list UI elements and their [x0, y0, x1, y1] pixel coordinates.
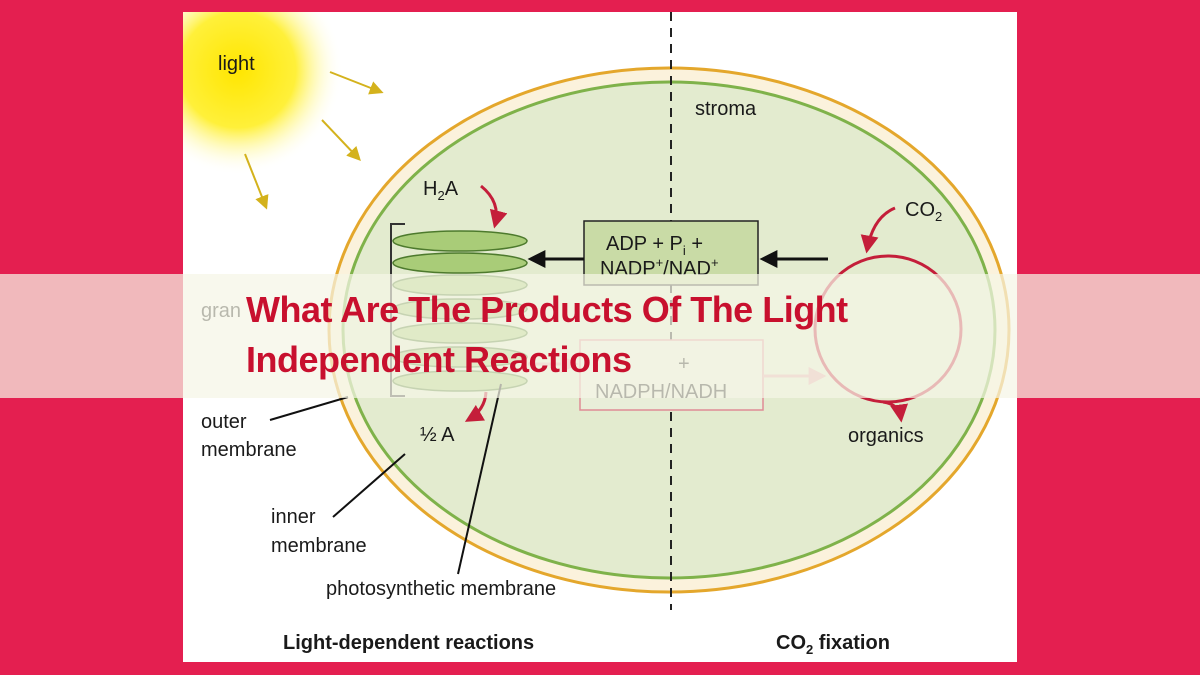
light-ray-arrow: [321, 119, 361, 162]
title-band: [0, 274, 1200, 398]
stroma-label: stroma: [695, 98, 757, 120]
page-title: What Are The Products Of The Light Indep…: [246, 289, 848, 380]
co2-fixation-caption: CO2 fixation: [776, 632, 890, 657]
photosynthetic-membrane-label: photosynthetic membrane: [326, 578, 556, 600]
inner-membrane-label: inner: [271, 506, 316, 528]
co2-label: CO2: [905, 199, 942, 224]
thylakoid-disc: [392, 230, 528, 252]
outer-membrane-label: outer: [201, 411, 247, 433]
outer-membrane-label: membrane: [201, 439, 297, 461]
thylakoid-disc: [392, 252, 528, 274]
light-ray-arrow: [329, 71, 384, 95]
inner-membrane-pointer: [332, 453, 406, 518]
h2a-label: H2A: [423, 178, 459, 203]
adp-line-1: ADP + Pi +: [606, 233, 703, 258]
co2-input-arrow: [860, 206, 896, 254]
organics-output-arrow: [882, 400, 909, 423]
outer-membrane-pointer: [269, 396, 349, 421]
inner-membrane-label: membrane: [271, 535, 367, 557]
h2a-input-arrow: [480, 184, 508, 229]
light-dependent-caption: Light-dependent reactions: [283, 632, 534, 654]
half-a-label: ½ A: [420, 424, 455, 446]
photosynthetic-membrane-pointer: [457, 383, 502, 575]
light-label: light: [218, 53, 255, 75]
sun-icon: [183, 12, 343, 175]
organics-label: organics: [848, 425, 924, 447]
light-ray-arrow: [244, 153, 269, 210]
